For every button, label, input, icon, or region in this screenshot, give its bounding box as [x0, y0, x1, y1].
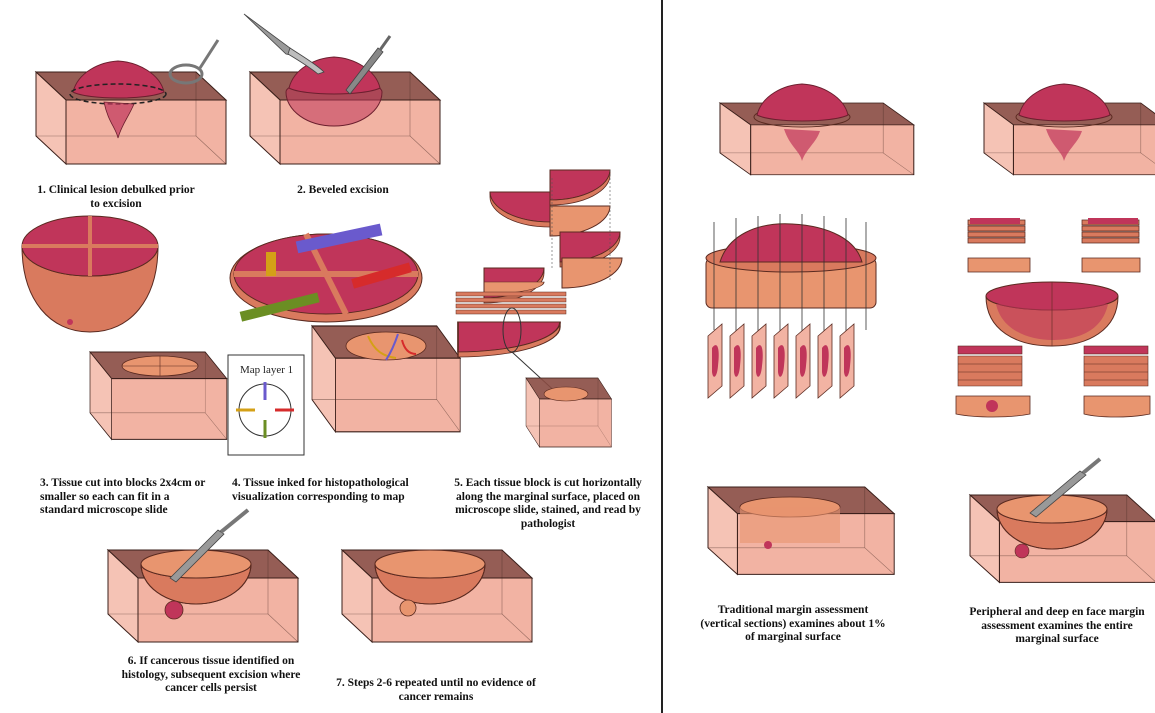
traditional-top-box: [720, 84, 914, 175]
enface-bottom-box: [970, 459, 1155, 582]
scalpel-icon: [244, 14, 324, 74]
step5-figure: [456, 170, 622, 447]
step5-caption: 5. Each tissue block is cut horizontally…: [448, 477, 648, 531]
step3-caption: 3. Tissue cut into blocks 2x4cm or small…: [40, 477, 210, 518]
step1-figure: [36, 40, 226, 164]
enface-sections: [956, 218, 1150, 417]
step6-figure: [108, 510, 298, 642]
step3-box: [90, 352, 227, 439]
traditional-bottom-box: [708, 487, 894, 574]
step4-box: [312, 326, 460, 432]
step4-specimen: [230, 224, 422, 322]
map-label: Map layer 1: [240, 364, 293, 376]
enface-top-box: [984, 84, 1155, 175]
traditional-vertical-sections: [706, 214, 876, 398]
enface-caption: Peripheral and deep en face margin asses…: [962, 606, 1152, 647]
traditional-caption: Traditional margin assessment (vertical …: [698, 604, 888, 645]
step2-caption: 2. Beveled excision: [258, 184, 428, 198]
step7-caption: 7. Steps 2-6 repeated until no evidence …: [336, 677, 536, 704]
step2-figure: [250, 36, 440, 164]
step3-specimen: [22, 216, 158, 332]
step6-caption: 6. If cancerous tissue identified on his…: [106, 655, 316, 696]
step1-caption: 1. Clinical lesion debulked prior to exc…: [36, 184, 196, 211]
step7-figure: [342, 550, 532, 642]
ink-map: Map layer 1: [228, 355, 304, 455]
step4-caption: 4. Tissue inked for histopathological vi…: [232, 477, 432, 504]
